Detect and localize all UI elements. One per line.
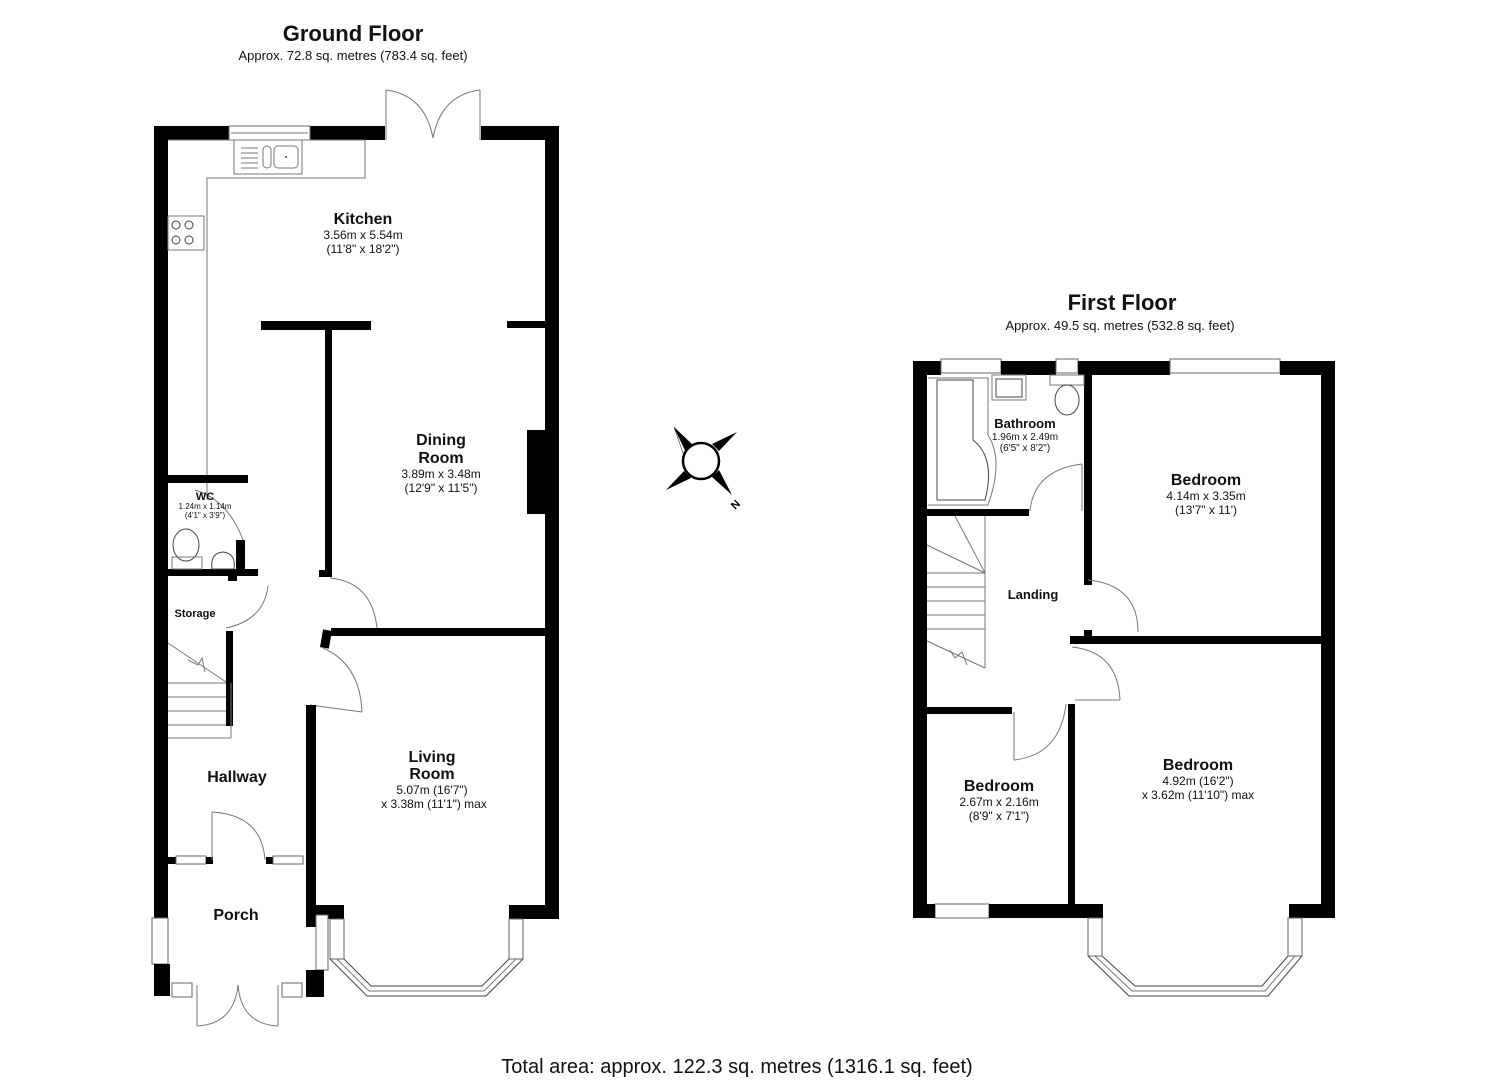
bedroom-small-window	[934, 903, 990, 919]
bathroom-toilet-icon	[1049, 374, 1085, 416]
bathroom-window-1	[940, 358, 1002, 374]
wall-right-outer	[545, 126, 559, 918]
ground-floor-area: Approx. 72.8 sq. metres (783.4 sq. feet)	[238, 48, 467, 63]
landing-label: Landing	[1008, 587, 1059, 602]
porch-front-doors[interactable]	[196, 984, 279, 1027]
living-room-door[interactable]	[309, 647, 363, 713]
kitchen-dim-metric: 3.56m x 5.54m	[323, 228, 402, 242]
wall-kitchen-dining-right	[507, 321, 547, 328]
bedroom-rear-door[interactable]	[1087, 579, 1139, 633]
living-room-dim-line2: x 3.38m (11'1") max	[381, 797, 487, 811]
wall-kitchen-dining-left	[261, 321, 371, 330]
living-room-label-line2: Room	[409, 766, 454, 783]
bathtub-icon	[928, 377, 997, 506]
kitchen-label: Kitchen	[334, 211, 393, 228]
bedroom-front-door[interactable]	[1071, 646, 1121, 701]
wc-dim-metric: 1.24m x 1.14m	[179, 502, 232, 511]
compass-icon: N	[666, 426, 743, 512]
bedroom-rear-window	[1169, 358, 1281, 374]
wall-bathroom-bottom	[927, 509, 1029, 516]
wall-small-front-bedroom	[1068, 704, 1075, 904]
bedroom-rear-dim-imperial: (13'7" x 11')	[1175, 503, 1237, 517]
storage-door[interactable]	[225, 585, 269, 629]
wall-wc-top	[168, 475, 248, 483]
bedroom-front-dim-line2: x 3.62m (11'10") max	[1142, 788, 1254, 802]
bedroom-front-label: Bedroom	[1163, 757, 1233, 774]
dining-room-dim-metric: 3.89m x 3.48m	[401, 467, 480, 481]
landing-staircase	[926, 515, 986, 669]
dining-room-label-line2: Room	[418, 450, 463, 467]
wall-dining-left	[325, 330, 332, 576]
hallway-label: Hallway	[207, 769, 267, 786]
bedroom-small-label: Bedroom	[964, 778, 1034, 795]
porch-inner-window-left	[175, 855, 207, 865]
wall-wc-bottom	[168, 569, 258, 576]
first-floor-title: First Floor	[1068, 290, 1177, 315]
dining-room-dim-imperial: (12'9" x 11'5")	[405, 481, 478, 495]
bedroom-rear-label: Bedroom	[1171, 472, 1241, 489]
staircase	[167, 642, 232, 739]
bedroom-rear-dim-metric: 4.14m x 3.35m	[1166, 489, 1245, 503]
ff-wall-left	[913, 361, 927, 918]
first-floor-plan: First Floor Approx. 49.5 sq. metres (532…	[913, 290, 1335, 997]
bathroom-dim-imperial: (6'5" x 8'2")	[1000, 443, 1050, 454]
bedroom-front-bay-window	[1087, 917, 1303, 997]
hob-icon	[167, 215, 205, 251]
kitchen-french-doors[interactable]	[385, 89, 481, 140]
porch-window-right	[315, 914, 329, 971]
ground-floor-title: Ground Floor	[283, 21, 424, 46]
ground-floor-plan: Ground Floor Approx. 72.8 sq. metres (78…	[151, 21, 559, 1027]
bathroom-label: Bathroom	[994, 416, 1055, 431]
wall-dining-living	[331, 628, 547, 636]
storage-label: Storage	[175, 608, 216, 620]
bedroom-small-dim-imperial: (8'9" x 7'1")	[969, 809, 1029, 823]
bedroom-front-dim-line1: 4.92m (16'2")	[1162, 774, 1233, 788]
wall-hall-living	[306, 705, 316, 927]
wall-top-right	[481, 126, 559, 140]
bathroom-window-2	[1055, 358, 1079, 374]
wall-top-left	[154, 126, 229, 140]
bedroom-small-door[interactable]	[1013, 703, 1067, 761]
kitchen-worktop	[168, 139, 366, 500]
ff-wall-right	[1321, 361, 1335, 918]
sink-icon	[233, 139, 303, 175]
hallway-door[interactable]	[211, 811, 266, 861]
bathroom-door[interactable]	[1029, 463, 1083, 512]
wall-stairs	[226, 631, 233, 726]
total-area: Total area: approx. 122.3 sq. metres (13…	[501, 1056, 972, 1078]
chimney-breast	[527, 430, 547, 514]
wc-label: WC	[196, 491, 214, 503]
living-room-label-line1: Living	[408, 749, 455, 766]
wc-dim-imperial: (4'1" x 3'9")	[185, 511, 226, 520]
wall-bath-bedroom	[1084, 375, 1092, 585]
basin-icon	[211, 551, 235, 570]
bathroom-dim-metric: 1.96m x 2.49m	[992, 432, 1058, 443]
living-room-dim-line1: 5.07m (16'7")	[396, 783, 467, 797]
compass-north-label: N	[729, 498, 743, 512]
porch-window-left	[151, 917, 169, 965]
wc-door[interactable]	[194, 489, 244, 541]
porch-label: Porch	[213, 907, 258, 924]
dining-room-door[interactable]	[329, 577, 378, 629]
wall-left-outer	[154, 126, 168, 996]
porch-inner-window-right	[272, 855, 304, 865]
wall-bedroom-divider	[1070, 636, 1322, 644]
toilet-icon	[171, 528, 203, 570]
dining-room-label-line1: Dining	[416, 432, 466, 449]
bedroom-small-dim-metric: 2.67m x 2.16m	[959, 795, 1038, 809]
bathroom-basin-icon	[991, 374, 1027, 401]
wall-small-bedroom-top	[927, 707, 1012, 714]
wall-top-mid	[310, 126, 385, 140]
living-room-bay-window	[329, 918, 524, 997]
kitchen-dim-imperial: (11'8" x 18'2")	[327, 242, 400, 256]
first-floor-area: Approx. 49.5 sq. metres (532.8 sq. feet)	[1005, 318, 1234, 333]
